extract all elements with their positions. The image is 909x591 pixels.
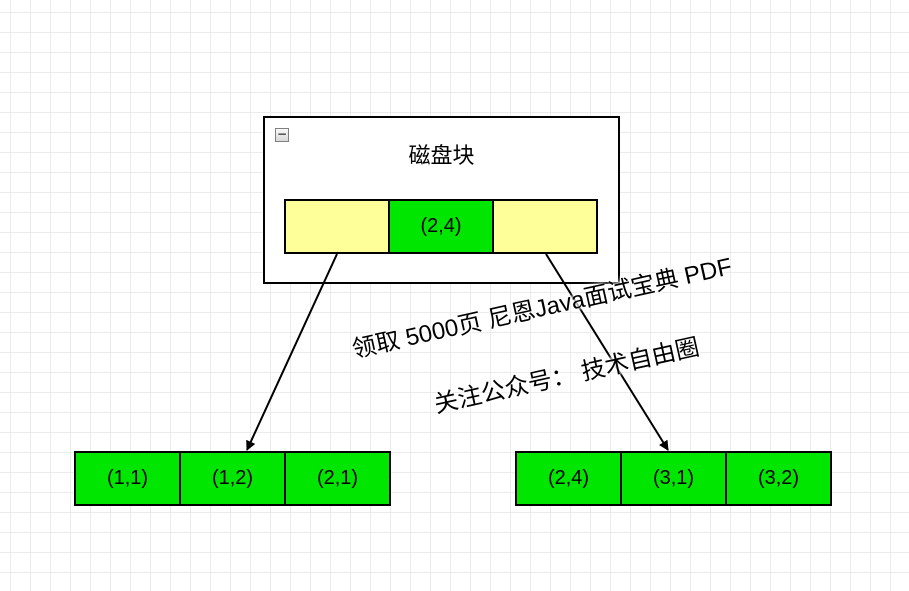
right-pointer-arrow: [545, 253, 669, 451]
disk-block-title: 磁盘块: [408, 143, 475, 168]
root-key-cell: (2,4): [388, 199, 494, 254]
root-node-cells: (2,4): [284, 199, 598, 254]
right-key-cell: (3,1): [620, 451, 727, 506]
left-child-node: (1,1) (1,2) (2,1): [74, 451, 391, 506]
root-pointer-right: [492, 199, 598, 254]
collapse-icon[interactable]: −: [275, 127, 289, 142]
left-key-cell: (2,1): [284, 451, 391, 506]
left-pointer-arrow: [246, 253, 338, 451]
left-key-cell: (1,2): [179, 451, 286, 506]
root-pointer-left: [284, 199, 390, 254]
right-key-cell: (3,2): [725, 451, 832, 506]
right-child-node: (2,4) (3,1) (3,2): [515, 451, 832, 506]
